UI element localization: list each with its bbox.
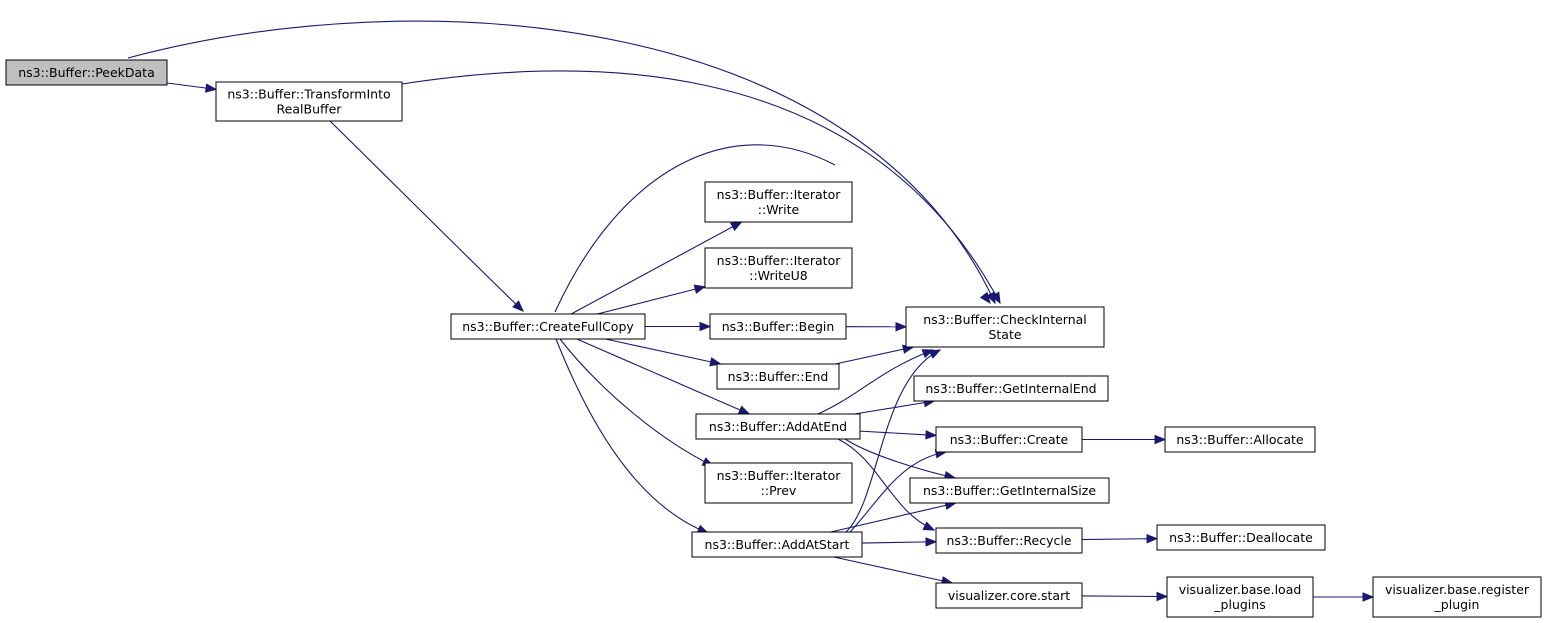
node-label: _plugin: [1434, 597, 1480, 612]
node-create[interactable]: ns3::Buffer::Create: [935, 426, 1083, 453]
node-peek[interactable]: ns3::Buffer::PeekData: [5, 59, 168, 86]
node-label: ns3::Buffer::Iterator: [717, 253, 842, 268]
node-recycle[interactable]: ns3::Buffer::Recycle: [935, 527, 1083, 554]
node-label: ns3::Buffer::End: [728, 369, 829, 384]
node-label: ns3::Buffer::TransformInto: [227, 87, 390, 102]
edge-addatstart-to-recycle: [861, 537, 938, 547]
node-fullcopy[interactable]: ns3::Buffer::CreateFullCopy: [450, 313, 646, 340]
node-label: ns3::Buffer::Recycle: [946, 533, 1071, 548]
node-begin[interactable]: ns3::Buffer::Begin: [709, 313, 847, 340]
node-label: State: [988, 327, 1021, 342]
node-label: ::Prev: [761, 483, 797, 498]
edge-addatstart-to-check: [845, 349, 942, 533]
node-addatstart[interactable]: ns3::Buffer::AddAtStart: [691, 531, 863, 558]
node-getend[interactable]: ns3::Buffer::GetInternalEnd: [913, 375, 1109, 402]
edge-fullcopy-to-prev: [559, 338, 715, 467]
node-label: visualizer.base.register: [1385, 582, 1530, 597]
node-label: ns3::Buffer::Allocate: [1176, 432, 1304, 447]
node-label: RealBuffer: [277, 102, 343, 117]
edge-recycle-to-deallocate: [1081, 533, 1159, 544]
edge-loadplugins-to-registerplugin: [1313, 592, 1375, 602]
node-vcstart[interactable]: visualizer.core.start: [935, 582, 1083, 609]
edge-fullcopy-to-end: [605, 338, 722, 367]
edge-addatend-to-create: [859, 430, 938, 440]
node-label: ns3::Buffer::GetInternalSize: [923, 483, 1096, 498]
node-label: ns3::Buffer::GetInternalEnd: [925, 381, 1096, 396]
node-label: ns3::Buffer::Deallocate: [1169, 530, 1313, 545]
edge-transform-to-fullcopy: [329, 120, 524, 312]
edge-peek-to-check: [127, 20, 996, 305]
node-write[interactable]: ns3::Buffer::Iterator::Write: [704, 181, 853, 223]
edge-peek-to-transform: [166, 82, 218, 93]
node-allocate[interactable]: ns3::Buffer::Allocate: [1164, 426, 1316, 453]
node-label: ns3::Buffer::CheckInternal: [923, 312, 1087, 327]
edge-fullcopy-to-addatend: [576, 338, 751, 415]
node-label: ns3::Buffer::Create: [950, 432, 1069, 447]
node-deallocate[interactable]: ns3::Buffer::Deallocate: [1156, 524, 1326, 551]
node-addatend[interactable]: ns3::Buffer::AddAtEnd: [695, 413, 861, 440]
node-end[interactable]: ns3::Buffer::End: [716, 363, 840, 390]
edge-create-to-allocate: [1082, 434, 1167, 445]
node-label: ns3::Buffer::CreateFullCopy: [462, 319, 634, 334]
node-label: ::WriteU8: [749, 268, 808, 283]
node-label: ns3::Buffer::Begin: [722, 319, 835, 334]
node-label: ns3::Buffer::Iterator: [717, 187, 842, 202]
node-label: ::Write: [758, 202, 800, 217]
node-writeu8[interactable]: ns3::Buffer::Iterator::WriteU8: [704, 247, 853, 289]
edge-fullcopy-to-addatstart: [555, 338, 710, 534]
node-registerplugin[interactable]: visualizer.base.register_plugin: [1372, 576, 1542, 618]
edge-end-to-check: [835, 344, 915, 365]
node-label: ns3::Buffer::AddAtEnd: [709, 419, 847, 434]
edge-begin-to-check: [845, 322, 908, 332]
edge-fullcopy-to-write: [570, 221, 743, 315]
node-label: _plugins: [1213, 597, 1265, 612]
edge-addatstart-to-vcstart: [833, 556, 954, 586]
edge-fullcopy-to-begin: [645, 321, 712, 332]
edge-transform-to-check: [401, 70, 1001, 305]
node-label: ns3::Buffer::AddAtStart: [705, 537, 850, 552]
node-getsize[interactable]: ns3::Buffer::GetInternalSize: [909, 477, 1110, 504]
node-label: ns3::Buffer::PeekData: [18, 65, 155, 80]
node-prev[interactable]: ns3::Buffer::Iterator::Prev: [704, 462, 853, 504]
edge-fullcopy-to-check: [554, 144, 991, 313]
edge-addatend-to-recycle: [837, 438, 936, 531]
node-label: ns3::Buffer::Iterator: [717, 468, 842, 483]
node-label: visualizer.base.load: [1179, 582, 1302, 597]
edge-vcstart-to-loadplugins: [1081, 591, 1169, 602]
node-label: visualizer.core.start: [948, 588, 1070, 603]
node-loadplugins[interactable]: visualizer.base.load_plugins: [1166, 576, 1314, 618]
edge-fullcopy-to-writeu8: [597, 284, 707, 315]
edge-addatstart-to-getsize: [830, 500, 957, 533]
